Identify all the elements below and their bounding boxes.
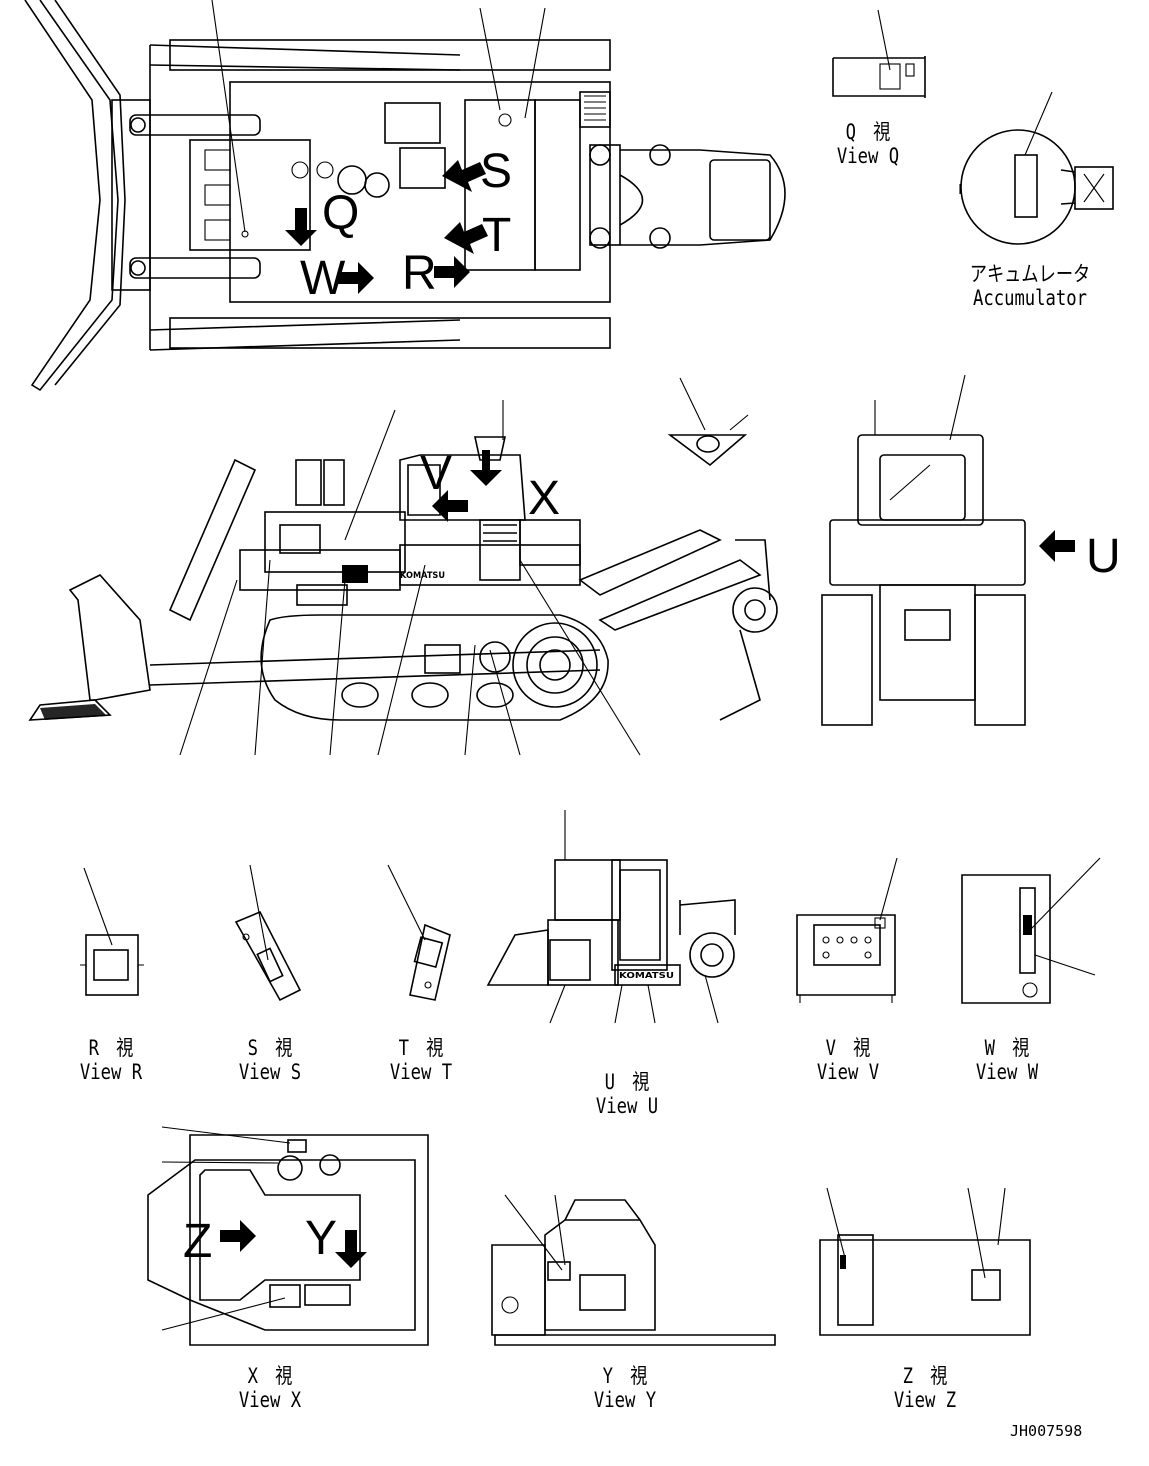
view-r-drawing [80,867,144,996]
top-view-drawing [24,0,786,392]
view-z-drawing [819,1187,1031,1336]
view-y-drawing [491,1194,776,1346]
view-u-brand-decal: KOMATSU [619,971,674,980]
view-marker-r: R [402,247,437,300]
view-marker-y: Y [305,1212,338,1265]
view-v-drawing [796,857,898,1003]
side-view-drawing: KOMATSU [28,377,778,756]
view-u-drawing: KOMATSU [486,810,736,1024]
view-w-drawing [961,857,1101,1004]
view-marker-w: W [300,252,346,305]
view-marker-q: Q [322,187,360,240]
rear-view-drawing [821,374,1075,726]
view-marker-s: S [480,145,513,198]
view-marker-v: V [420,447,453,500]
view-s-drawing [234,864,302,1002]
view-marker-z: Z [183,1215,213,1268]
document-id: JH007598 [1010,1422,1083,1440]
view-x-drawing [147,1126,429,1346]
view-t-drawing [387,864,451,1001]
accumulator-drawing [959,91,1114,245]
view-q-drawing [832,9,926,98]
view-marker-t: T [482,209,512,262]
view-marker-x: X [528,472,561,525]
view-marker-u: U [1086,530,1121,583]
